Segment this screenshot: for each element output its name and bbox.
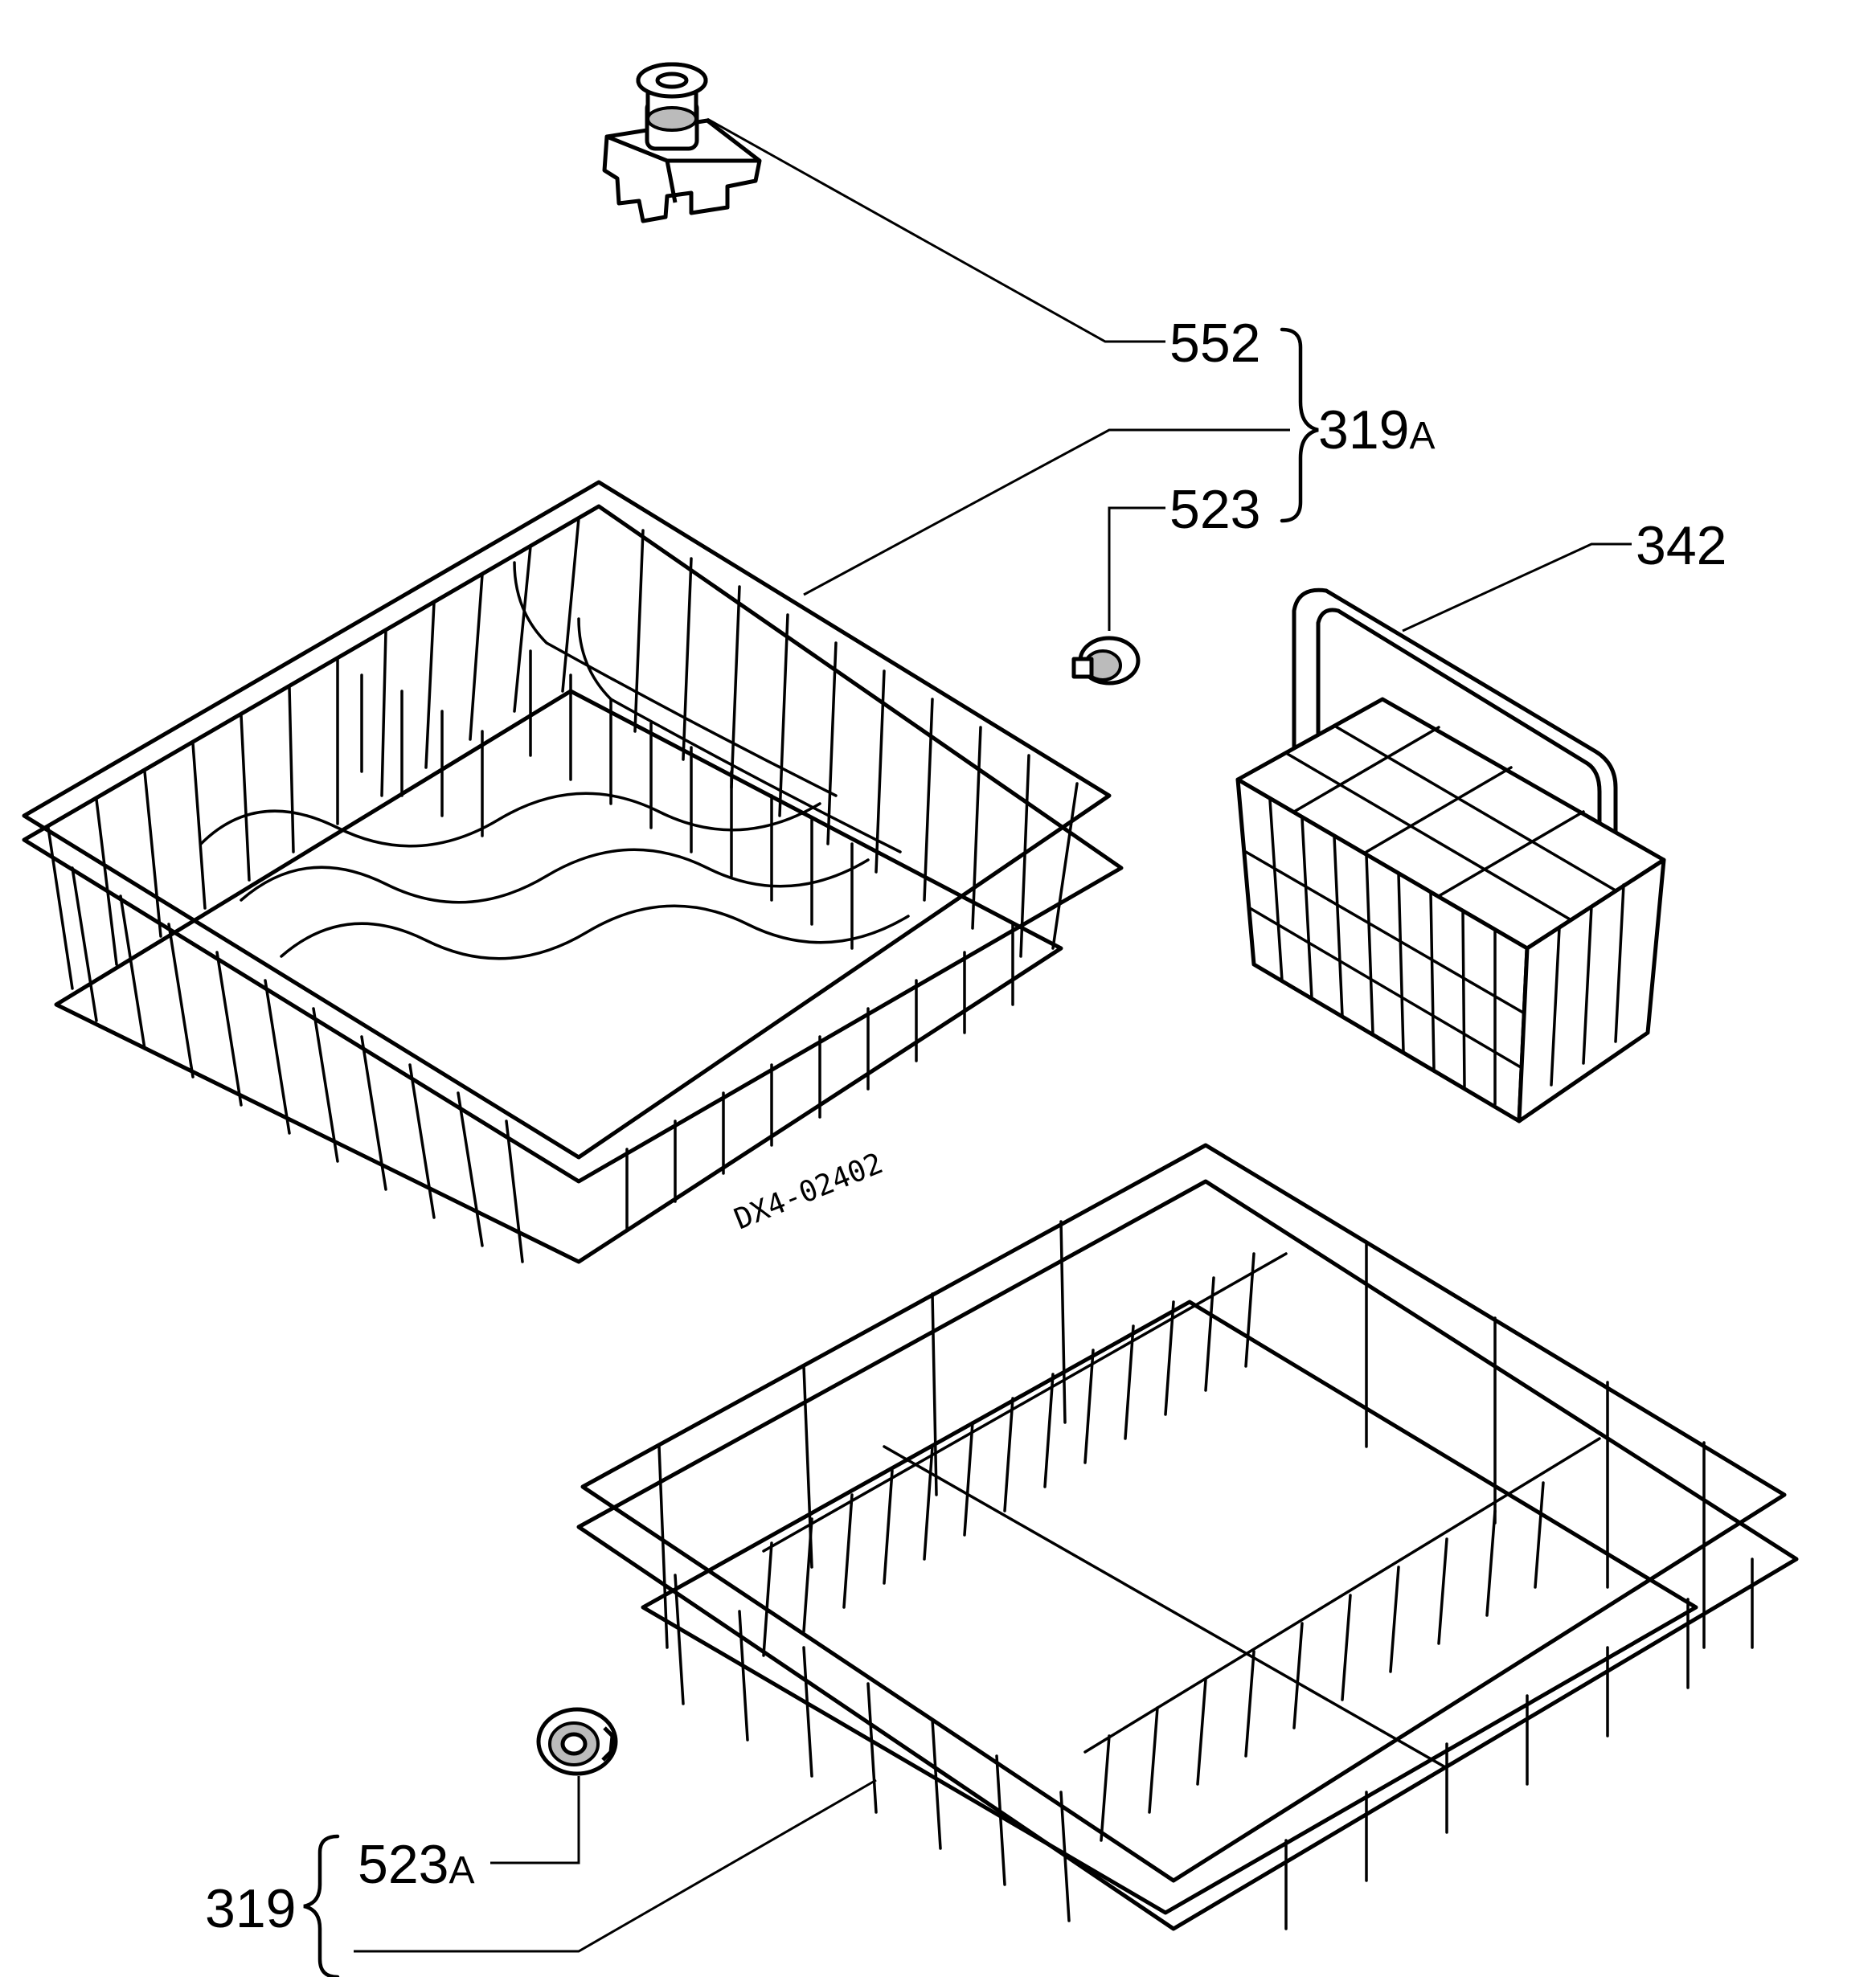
label-319a: 319A (1318, 399, 1435, 460)
label-523a-number: 523 (358, 1834, 449, 1895)
upper-rack-319a (22, 480, 1124, 1264)
cutlery-basket-342 (1235, 587, 1666, 1124)
label-319a-number: 319 (1318, 399, 1409, 460)
lower-rack-319 (576, 1143, 1799, 1931)
label-342: 342 (1636, 515, 1726, 576)
drawing-code: DX4-02402 (730, 1147, 887, 1236)
brace-319 (303, 1834, 340, 1977)
label-523: 523 (1169, 479, 1260, 540)
label-319: 319 (205, 1878, 296, 1939)
label-552: 552 (1169, 313, 1260, 374)
label-523a: 523A (358, 1834, 474, 1895)
leader-lines (354, 117, 1632, 1953)
wheel-523 (1071, 636, 1141, 686)
label-319a-suffix: A (1409, 415, 1435, 457)
wheel-523a (536, 1707, 618, 1776)
label-523a-suffix: A (449, 1849, 474, 1892)
wheel-adjuster-552 (602, 62, 762, 223)
brace-319a (1280, 327, 1319, 523)
